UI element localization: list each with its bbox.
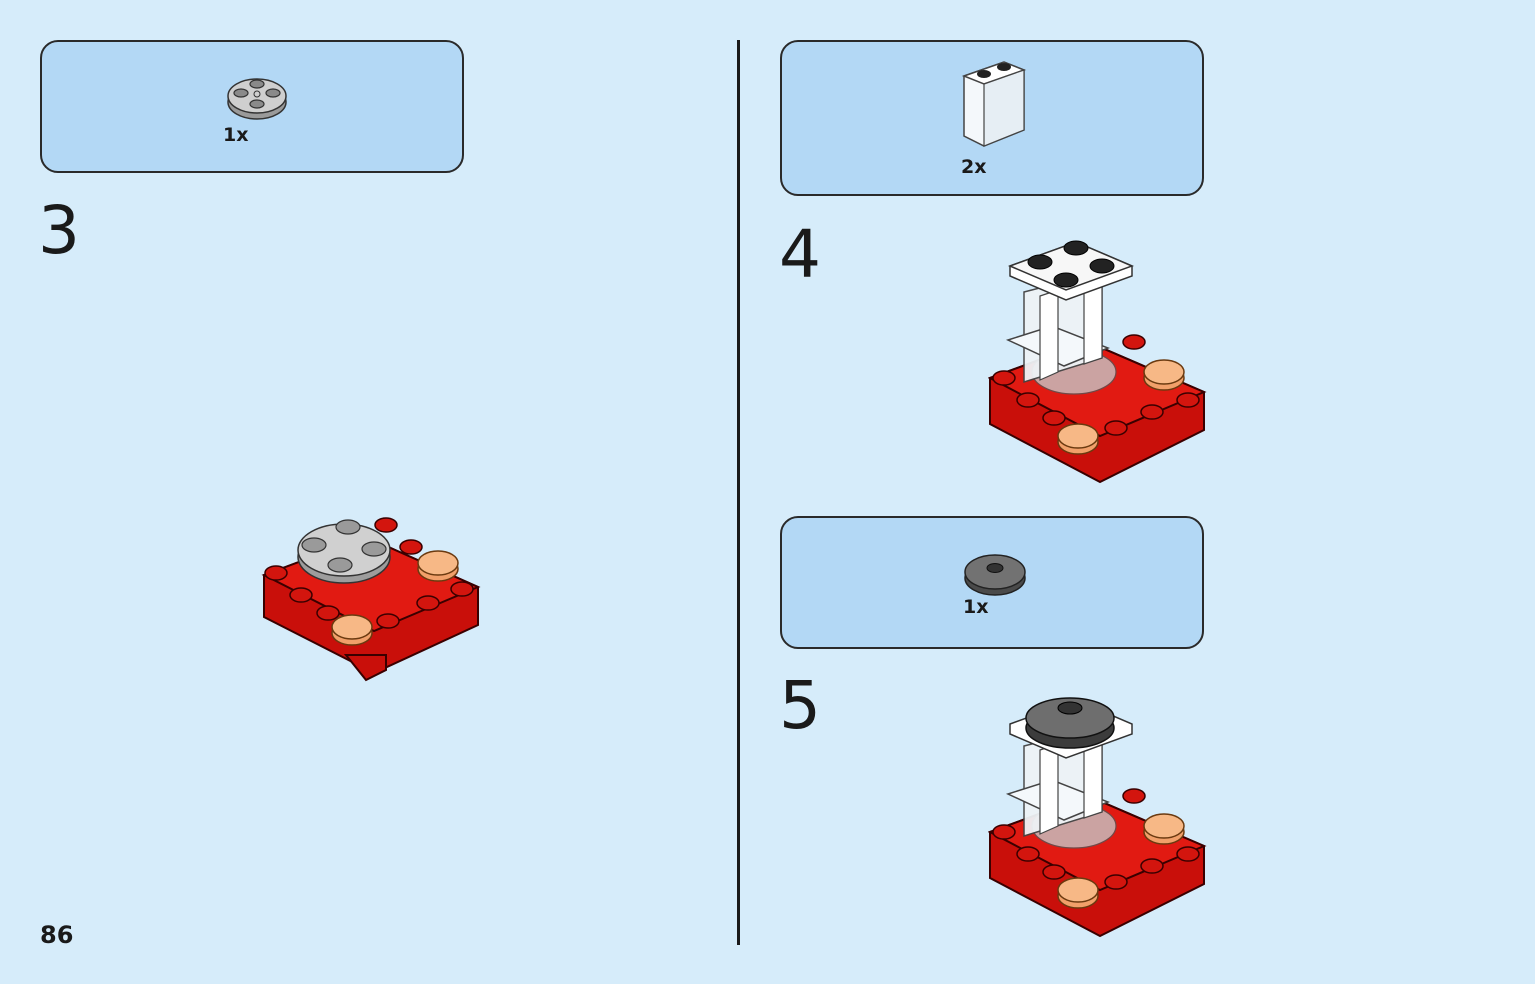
step-4-build-illustration	[988, 240, 1207, 484]
step-number: 3	[38, 192, 80, 269]
step-number: 5	[779, 667, 821, 744]
quantity-label: 2x	[961, 156, 987, 178]
parts-box-step-5: 1x	[780, 516, 1204, 649]
step-5-build-illustration	[988, 697, 1207, 938]
quantity-label: 1x	[223, 124, 249, 146]
step-3-build-illustration	[261, 517, 481, 682]
parts-box-step-3: 1x	[40, 40, 464, 173]
round-plate-2x2-light-gray-icon	[227, 78, 287, 120]
parts-box-step-4: 2x	[780, 40, 1204, 196]
transparent-panel-1x2x2-icon	[961, 61, 1027, 147]
step-number: 4	[779, 216, 821, 293]
quantity-label: 1x	[963, 596, 989, 618]
round-tile-2x2-dark-gray-icon	[964, 554, 1026, 596]
page-number: 86	[40, 921, 74, 949]
page-divider	[737, 40, 740, 945]
